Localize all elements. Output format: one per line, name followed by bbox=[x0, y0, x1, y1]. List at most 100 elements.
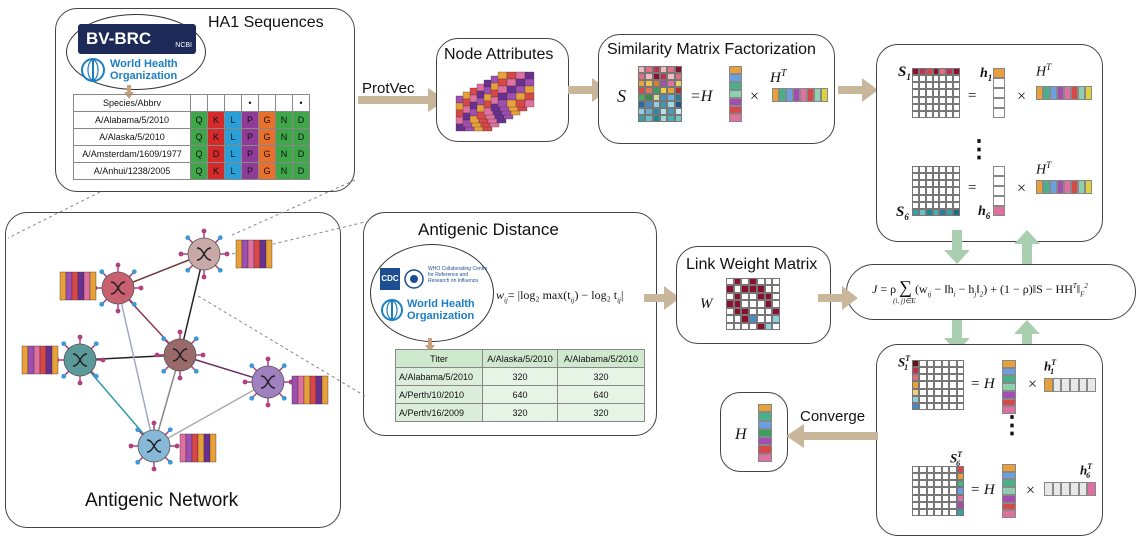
matrix-cell bbox=[919, 501, 927, 509]
matrix-cell bbox=[756, 322, 765, 330]
matrix-cell bbox=[949, 388, 957, 396]
similarity-eq-h: =H bbox=[690, 88, 713, 105]
matrix-cell bbox=[939, 187, 947, 195]
table-row: A/Anhui/1238/2005 Q K L P G N D bbox=[73, 162, 310, 180]
matrix-cell bbox=[934, 402, 942, 410]
matrix-cell bbox=[645, 66, 653, 73]
matrix-cell bbox=[660, 94, 668, 101]
matrix-cell bbox=[733, 307, 742, 316]
matrix-cell bbox=[786, 88, 793, 102]
matrix-cell bbox=[925, 96, 933, 104]
matrix-cell bbox=[925, 89, 933, 97]
matrix-cell bbox=[918, 96, 926, 104]
matrix-cell bbox=[993, 186, 1005, 196]
matrix-cell bbox=[934, 466, 942, 474]
matrix-cell bbox=[956, 395, 964, 403]
matrix-cell bbox=[1052, 482, 1062, 496]
antigenic-network-title: Antigenic Network bbox=[85, 490, 239, 511]
matrix-cell bbox=[733, 285, 742, 293]
matrix-cell bbox=[912, 473, 920, 481]
matrix-cell bbox=[925, 201, 933, 209]
matrix-cell bbox=[932, 166, 940, 174]
matrix-cell bbox=[772, 315, 780, 323]
matrix-cell bbox=[758, 437, 772, 446]
matrix-cell bbox=[934, 374, 942, 382]
matrix-cell bbox=[726, 292, 734, 301]
ht-label: HT bbox=[1036, 160, 1052, 178]
link-weight-matrix bbox=[726, 278, 780, 330]
matrix-cell bbox=[912, 487, 920, 495]
matrix-cell bbox=[912, 360, 920, 368]
matrix-cell bbox=[749, 315, 757, 323]
matrix-cell bbox=[934, 367, 942, 375]
matrix-cell bbox=[756, 292, 765, 301]
matrix-cell bbox=[934, 395, 942, 403]
node-attribute-stack bbox=[455, 71, 535, 132]
matrix-cell bbox=[912, 388, 920, 396]
h-matrix bbox=[729, 66, 742, 122]
h1t-label: hT1 bbox=[1044, 358, 1057, 376]
matrix-cell bbox=[993, 196, 1005, 206]
s1t-label: ST1 bbox=[898, 354, 911, 372]
arrow-to-link-weight-icon bbox=[644, 286, 680, 310]
matrix-cell bbox=[660, 115, 668, 122]
matrix-cell bbox=[1050, 86, 1057, 100]
matrix-cell bbox=[652, 94, 660, 101]
h1t-vector bbox=[1044, 378, 1097, 392]
distance-formula: wij= |log₂ max(tij) − log₂ tij| bbox=[496, 288, 624, 305]
matrix-cell bbox=[934, 480, 942, 488]
attribute-cell bbox=[506, 99, 517, 108]
matrix-cell bbox=[932, 208, 940, 216]
matrix-cell bbox=[956, 466, 964, 474]
matrix-cell bbox=[941, 367, 950, 375]
matrix-cell bbox=[993, 206, 1005, 216]
matrix-cell bbox=[946, 89, 954, 97]
h-matrix bbox=[1002, 360, 1016, 415]
matrix-cell bbox=[667, 101, 675, 108]
matrix-cell bbox=[918, 68, 926, 76]
matrix-cell bbox=[660, 66, 668, 73]
matrix-cell bbox=[953, 96, 960, 104]
matrix-cell bbox=[953, 201, 960, 209]
matrix-cell bbox=[749, 307, 757, 316]
matrix-cell bbox=[941, 381, 950, 389]
matrix-cell bbox=[993, 108, 1005, 118]
table-row: A/Perth/16/2009 320 320 bbox=[395, 403, 645, 422]
h1-label: h1 bbox=[980, 66, 993, 83]
matrix-cell bbox=[993, 68, 1005, 78]
matrix-cell bbox=[939, 89, 947, 97]
matrix-cell bbox=[667, 115, 675, 122]
matrix-cell bbox=[667, 94, 675, 101]
matrix-cell bbox=[926, 388, 935, 396]
matrix-cell bbox=[941, 508, 950, 516]
matrix-cell bbox=[946, 180, 954, 188]
bvbrc-logo: BV-BRC NCBI bbox=[78, 24, 196, 54]
attribute-cell bbox=[497, 78, 508, 87]
times-symbol: × bbox=[750, 88, 760, 105]
matrix-cell bbox=[741, 322, 750, 330]
h1-vector bbox=[993, 68, 1005, 118]
matrix-cell bbox=[919, 388, 927, 396]
matrix-cell bbox=[956, 494, 964, 502]
table-row: A/Perth/10/2010 640 640 bbox=[395, 385, 645, 404]
matrix-cell bbox=[993, 166, 1005, 176]
who-emblem-icon bbox=[381, 299, 403, 321]
vertical-dots: ⋮ bbox=[1000, 412, 1024, 439]
who-logo: World Health Organization bbox=[78, 57, 196, 83]
matrix-cell bbox=[949, 374, 957, 382]
matrix-cell bbox=[946, 187, 954, 195]
matrix-cell bbox=[1002, 502, 1016, 511]
matrix-cell bbox=[749, 300, 757, 308]
matrix-cell bbox=[660, 80, 668, 87]
matrix-cell bbox=[1002, 390, 1016, 399]
matrix-cell bbox=[918, 180, 926, 188]
matrix-cell bbox=[652, 66, 660, 73]
matrix-cell bbox=[912, 201, 919, 209]
table-row: A/Alaska/5/2010 Q K L P G N D bbox=[73, 128, 310, 146]
arrow-to-objective-icon bbox=[818, 286, 858, 310]
similarity-s-label: S bbox=[617, 86, 626, 106]
matrix-cell bbox=[941, 466, 950, 474]
matrix-cell bbox=[764, 278, 773, 286]
matrix-cell bbox=[1071, 180, 1078, 194]
attribute-cell bbox=[497, 85, 508, 94]
